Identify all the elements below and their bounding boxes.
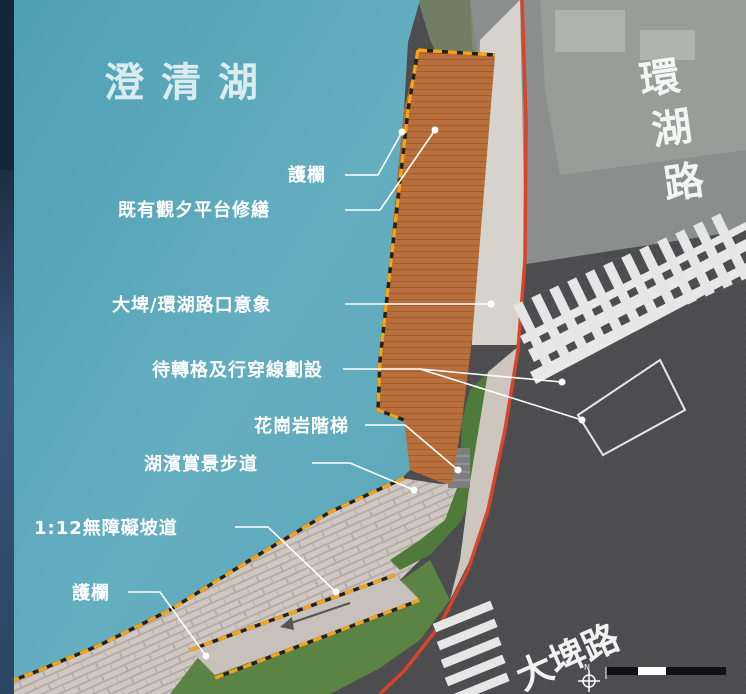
north-label: N	[584, 663, 590, 672]
callout-lakeside-walk: 湖濱賞景步道	[144, 453, 258, 475]
lake-name-label: 澄清湖	[104, 60, 275, 106]
lakeside-walkway-paving	[14, 478, 470, 694]
photo-edge-top	[0, 0, 14, 170]
crosswalk-huanhu-stripes	[513, 213, 746, 369]
parked-cars	[640, 30, 695, 60]
callout-platform-repair: 既有觀夕平台修繕	[118, 199, 270, 221]
road-edge-line	[378, 0, 528, 694]
north-arrow: N	[578, 663, 600, 692]
sunset-platform-deck	[378, 50, 495, 484]
photo-edge-strip	[0, 170, 14, 694]
building-roof	[555, 10, 625, 52]
planting-strip-upper	[390, 372, 492, 570]
road-name-huanhu-char3: 路	[661, 157, 708, 208]
callout-guardrail-top: 護欄	[288, 164, 326, 186]
road-name-huanhu: 環 湖 路	[637, 53, 708, 208]
road-sidewalk	[430, 345, 520, 640]
ramp-arrow-line	[284, 602, 351, 626]
callout-intersection-image: 大埤/環湖路口意象	[112, 294, 272, 316]
road-name-huanhu-char2: 湖	[649, 103, 695, 154]
callout-granite-stairs: 花崗岩階梯	[254, 415, 349, 437]
ramp-arrow-head	[280, 617, 294, 630]
leader-lines	[128, 129, 583, 657]
callout-ramp: 1:12無障礙坡道	[34, 517, 178, 539]
lake-water	[14, 0, 420, 678]
callout-guardrail-bottom: 護欄	[72, 582, 110, 604]
guardrails	[13, 48, 496, 682]
scale-bar	[605, 667, 726, 679]
callout-crosswalk: 待轉格及行穿線劃設	[152, 359, 323, 381]
road-name-huanhu-char1: 環	[637, 53, 683, 104]
two-stage-turn-box	[576, 358, 687, 457]
crosswalk-dapi	[432, 600, 510, 694]
ramp-surface	[190, 575, 420, 675]
